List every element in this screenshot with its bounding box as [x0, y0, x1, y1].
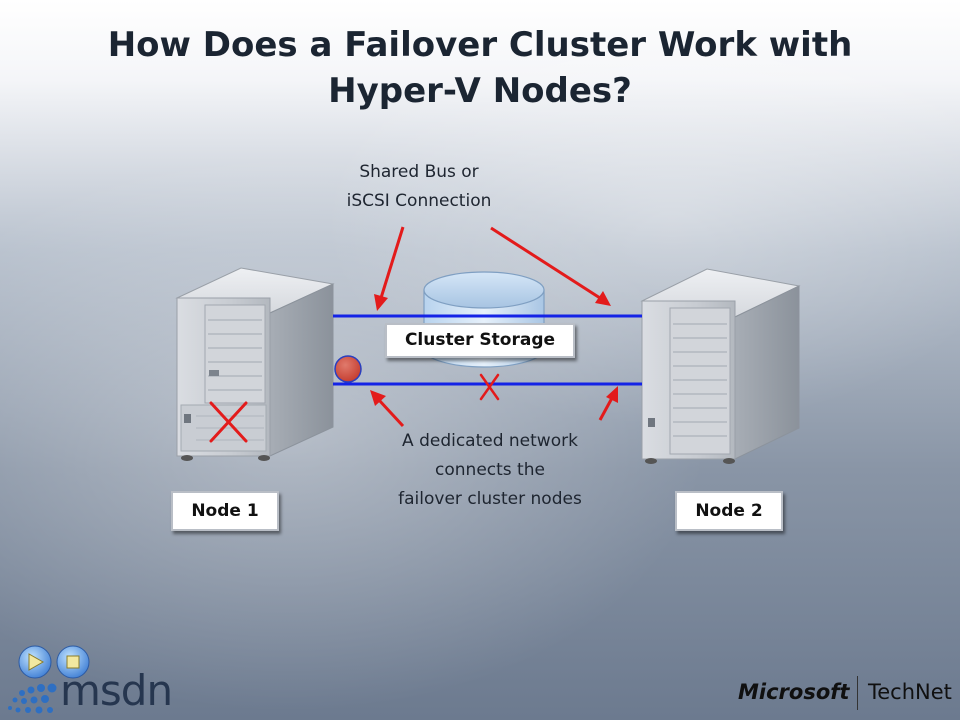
shared-bus-caption-line2: iSCSI Connection — [346, 191, 492, 211]
link-failure-mark — [479, 373, 500, 401]
node1-failure-mark — [209, 401, 248, 443]
shared-bus-caption-line1: Shared Bus or — [359, 162, 479, 182]
msdn-logo-mark — [8, 683, 57, 714]
node1-server-icon — [175, 267, 335, 461]
play-icon — [28, 653, 45, 671]
shared-bus-caption: Shared Bus or iSCSI Connection — [314, 158, 524, 216]
dedicated-network-caption-line2: connects the — [435, 460, 545, 480]
node2-server-icon — [640, 268, 801, 464]
msdn-logo: msdn — [60, 666, 173, 715]
stop-button[interactable] — [56, 645, 90, 679]
dedicated-network-caption-line1: A dedicated network — [402, 431, 578, 451]
fault-indicator-dot — [334, 355, 362, 383]
dedicated-network-caption: A dedicated network connects the failove… — [370, 427, 610, 514]
dedicated-network-arrow-left — [370, 390, 405, 428]
node2-label: Node 2 — [675, 491, 783, 531]
play-button[interactable] — [18, 645, 52, 679]
shared-bus-arrow-left — [374, 226, 405, 311]
shared-bus-arrow-right — [490, 226, 611, 306]
logo-divider — [857, 676, 858, 710]
slide-title-line2: Hyper-V Nodes? — [328, 71, 632, 111]
slide-title: How Does a Failover Cluster Work with Hy… — [0, 22, 960, 114]
cluster-storage-label: Cluster Storage — [385, 323, 575, 358]
node1-label: Node 1 — [171, 491, 279, 531]
dedicated-network-arrow-right — [598, 386, 618, 421]
stop-icon — [66, 655, 80, 669]
technet-logo: TechNet — [868, 680, 952, 704]
dedicated-network-caption-line3: failover cluster nodes — [398, 489, 582, 509]
microsoft-logo: Microsoft — [738, 680, 850, 704]
slide-title-line1: How Does a Failover Cluster Work with — [107, 25, 853, 65]
